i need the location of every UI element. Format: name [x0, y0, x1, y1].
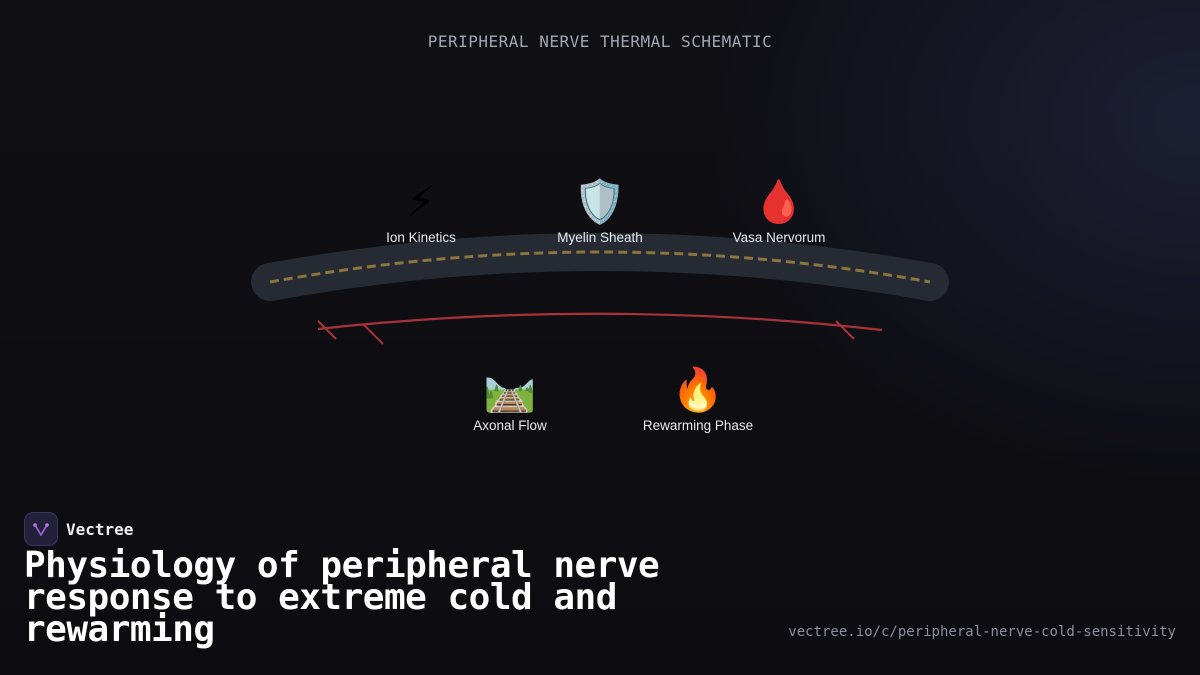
node-ion-kinetics: ⚡ Ion Kinetics [336, 177, 506, 246]
vessel-branch [317, 320, 337, 340]
node-label: Vasa Nervorum [732, 230, 826, 245]
railway-track-icon: 🛤️ [483, 365, 537, 414]
node-myelin-sheath: 🛡️ Myelin Sheath [515, 177, 685, 246]
blood-drop-icon: 🩸 [752, 177, 806, 226]
node-rewarming-phase: 🔥 Rewarming Phase [613, 365, 783, 434]
source-url[interactable]: vectree.io/c/peripheral-nerve-cold-sensi… [788, 624, 1176, 640]
node-label: Myelin Sheath [557, 230, 643, 245]
nerve-band [251, 233, 949, 301]
brand-name: Vectree [66, 519, 134, 539]
brand[interactable]: Vectree [24, 512, 133, 546]
node-label: Ion Kinetics [386, 230, 456, 245]
vectree-logo-icon [24, 512, 58, 546]
lightning-icon: ⚡ [406, 177, 436, 226]
page-title: Physiology of peripheral nerve response … [24, 545, 660, 650]
node-label: Rewarming Phase [642, 418, 754, 433]
node-axonal-flow: 🛤️ Axonal Flow [425, 365, 595, 434]
fire-icon: 🔥 [671, 365, 725, 414]
vessel-branch [363, 324, 384, 345]
node-label: Axonal Flow [473, 418, 547, 433]
vessel-branch [835, 320, 855, 340]
shield-icon: 🛡️ [573, 177, 627, 226]
schematic-title: PERIPHERAL NERVE THERMAL SCHEMATIC [427, 32, 773, 51]
vessel-line [317, 312, 883, 332]
node-vasa-nervorum: 🩸 Vasa Nervorum [694, 177, 864, 246]
